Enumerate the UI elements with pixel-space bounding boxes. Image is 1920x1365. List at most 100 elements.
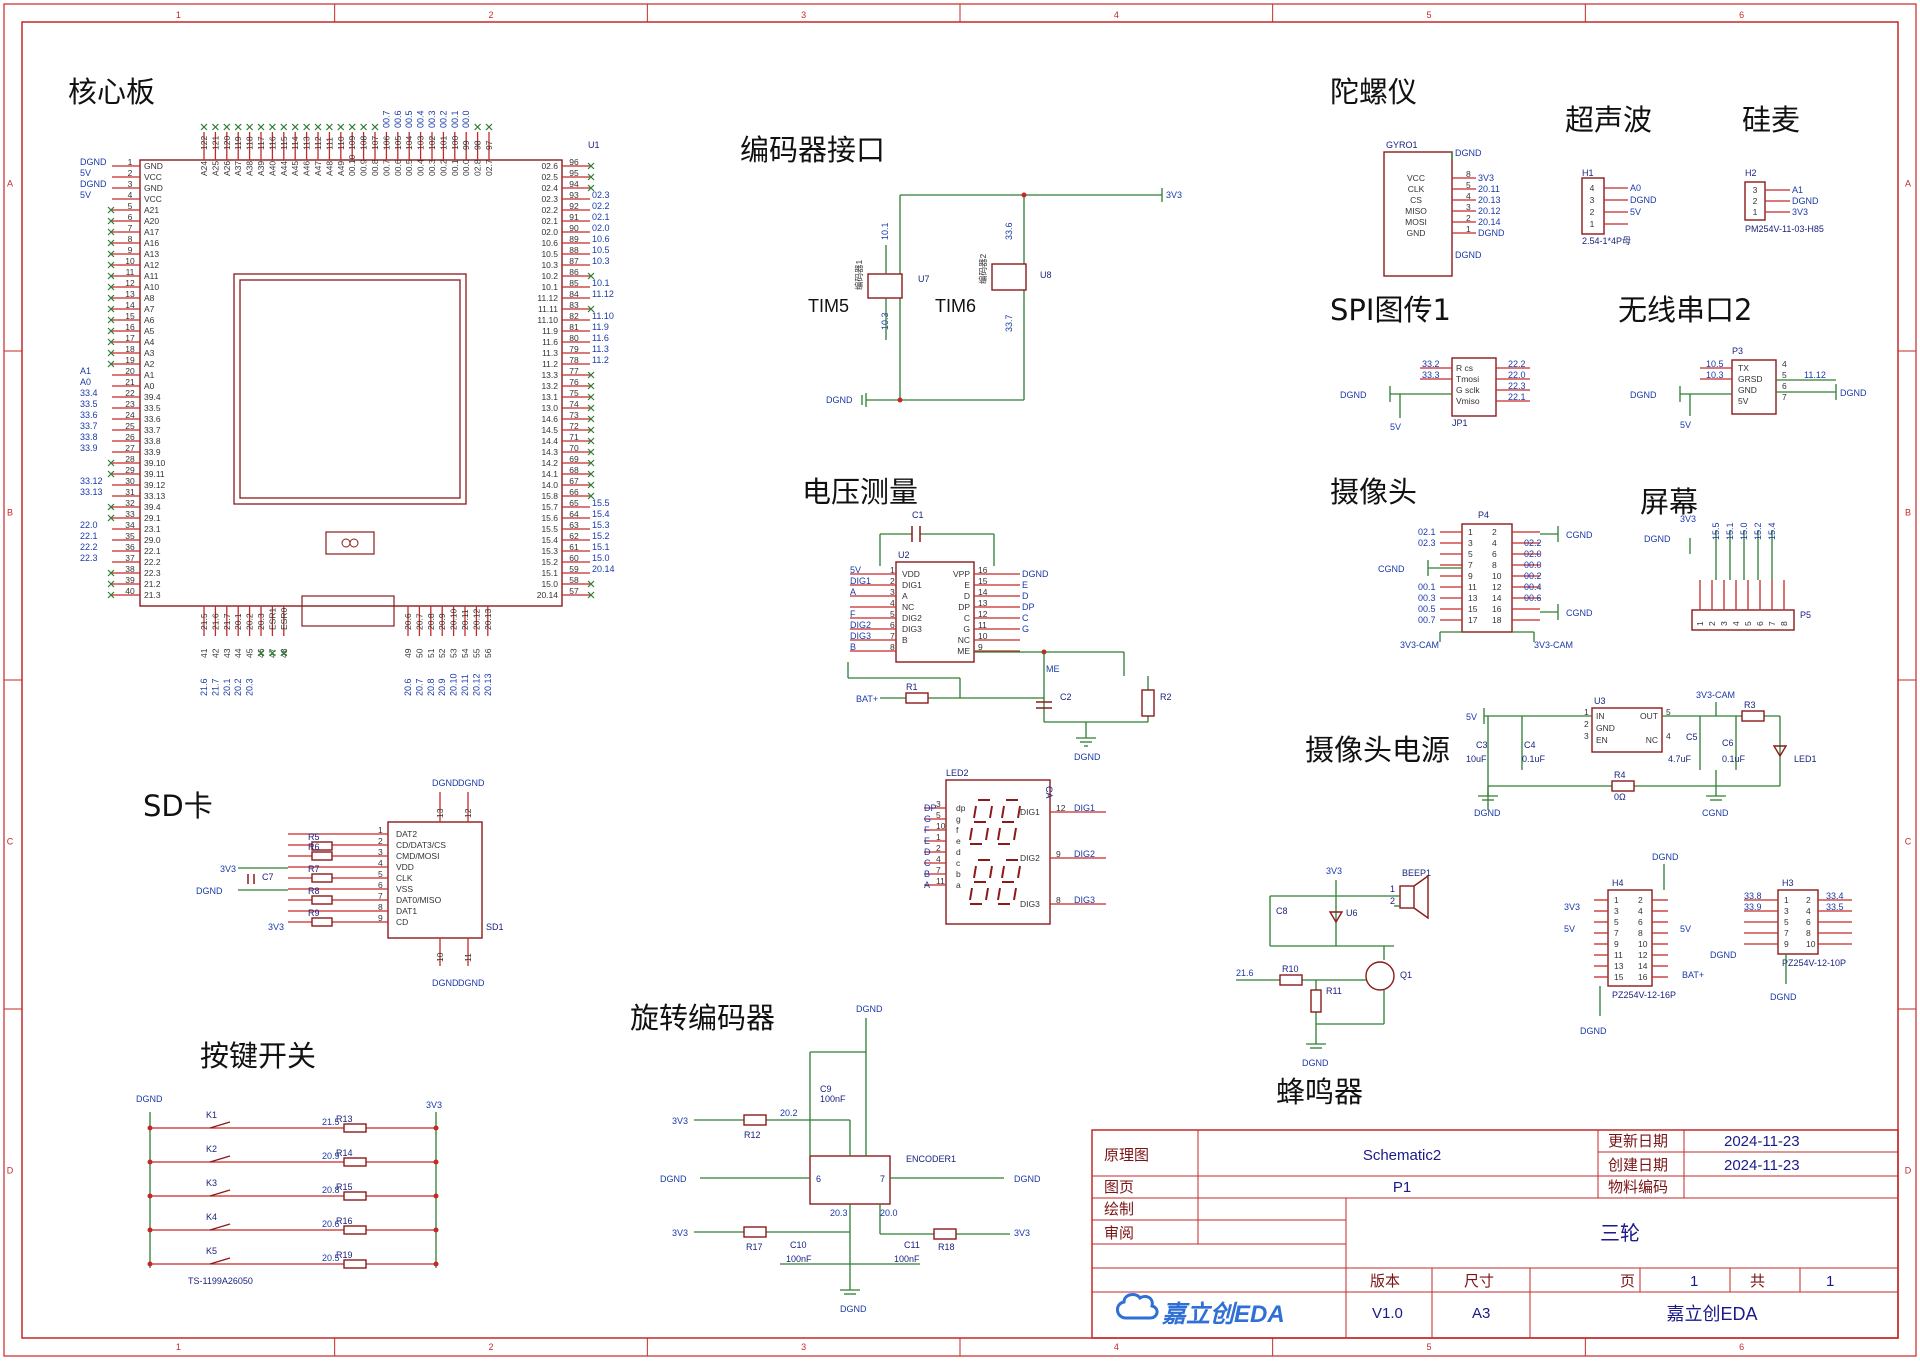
u1-left-name: 33.13 — [144, 491, 166, 501]
u1-left-net: 22.3 — [80, 553, 98, 563]
u2-left-name: DIG2 — [902, 613, 922, 623]
u1-left-name: 21.3 — [144, 590, 161, 600]
u1-bottom-name: 20.1 — [233, 613, 243, 630]
section-gyro: 陀螺仪 — [1330, 75, 1417, 109]
enc-conn2-label: 编码器2 — [978, 253, 988, 284]
btn-key-ref: K1 — [206, 1110, 217, 1120]
u1-bottom-net: 20.3 — [245, 678, 255, 696]
r3-ref: R3 — [1744, 700, 1756, 710]
cam-cgnd-left: CGND — [1378, 564, 1405, 574]
buttons[interactable]: DGND 3V3 K121.5R13K220.9R14K320.8R15K420… — [136, 1094, 442, 1286]
led-left-pin: 4 — [936, 854, 941, 864]
u1-left-net: 33.8 — [80, 432, 98, 442]
u1-bottom-pin: 52 — [437, 648, 447, 658]
u2-left-num: 6 — [890, 620, 895, 630]
tb-page-num: 1 — [1690, 1273, 1698, 1290]
u1-top-name: A46 — [302, 161, 312, 176]
u1-right-net: 20.14 — [592, 564, 615, 574]
sd-top-net-a: DGND — [432, 778, 459, 788]
u1-right-name: 11.9 — [542, 326, 558, 336]
title-block: 原理图 Schematic2 更新日期 2024-11-23 创建日期 2024… — [1091, 1129, 1899, 1339]
u1-bottom-name: 20.6 — [403, 613, 413, 630]
u1-bottom-pin: 41 — [199, 648, 209, 658]
led2-body — [945, 779, 1051, 925]
u2-right-name: D — [964, 591, 970, 601]
u1-left-pin: 27 — [125, 443, 135, 453]
gyro-pin-name: MISO — [1405, 206, 1427, 216]
u2-right-net: C — [1022, 613, 1029, 623]
u1-ref: U1 — [588, 140, 600, 150]
rotary-encoder[interactable]: ENCODER1 DGND C9 100nF 3V3 R12 20.2 DGND… — [660, 1004, 1041, 1314]
led-left-pin: 11 — [936, 876, 945, 886]
u1-left-name: 39.4 — [144, 392, 161, 402]
u1-top-name: A48 — [324, 161, 334, 176]
rot-pin6: 6 — [816, 1174, 821, 1184]
led-right-pin: 9 — [1056, 849, 1061, 859]
u1-left-pin: 35 — [125, 531, 135, 541]
u1-top-pin: 107 — [370, 136, 380, 150]
u1-left-pin: 16 — [125, 322, 135, 332]
h1-body — [1581, 177, 1605, 235]
btn-net: 20.5 — [322, 1253, 340, 1263]
cam-right-pin: 4 — [1492, 538, 1497, 548]
u1-top-name: A26 — [222, 161, 232, 176]
rot-gnd-left: DGND — [660, 1174, 687, 1184]
h1-ref: H1 — [1582, 168, 1594, 178]
u7-net-b: 10.3 — [880, 312, 890, 330]
cam-right-pin: 8 — [1492, 560, 1497, 570]
u1-top-name: 00.9 — [359, 159, 369, 176]
u1-top-pin: 120 — [222, 136, 232, 150]
cam-left-pin: 9 — [1468, 571, 1473, 581]
u3-right-num: 4 — [1666, 731, 1671, 741]
u2-right-net: E — [1022, 580, 1028, 590]
u1-right-name: 15.1 — [541, 568, 558, 578]
r17-ref: R17 — [746, 1242, 763, 1252]
u1-top-name: A39 — [256, 161, 266, 176]
u1-top-name: 00.0 — [461, 159, 471, 176]
tb-project: 三轮 — [1600, 1222, 1640, 1245]
u1-top-pin: 99 — [461, 140, 471, 150]
u2-left-num: 4 — [890, 598, 895, 608]
u1-top-name: 00.6 — [393, 159, 403, 176]
sd-top-pin: 13 — [435, 808, 445, 818]
u3-left-name: IN — [1596, 711, 1605, 721]
btn-resistor: R16 — [336, 1216, 353, 1226]
u3-right-num: 5 — [1666, 707, 1671, 717]
u1-left-name: A6 — [144, 315, 155, 325]
tb-schematic-label: 原理图 — [1104, 1146, 1149, 1164]
h2-part: PM254V-11-03-H85 — [1745, 224, 1824, 234]
h2-pin-net: DGND — [1792, 196, 1819, 206]
buzzer[interactable]: 3V3 C8 U6 BEEP1 1 2 Q1 21.6 R10 R11 DGND — [1236, 866, 1431, 1068]
u1-bottom-net: 20.9 — [437, 678, 447, 696]
gyro-pin-name: CS — [1410, 195, 1422, 205]
u1-bottom-name: 20.7 — [414, 613, 424, 630]
u1-right-name: 15.3 — [541, 546, 558, 556]
rot-3v3-a: 3V3 — [672, 1116, 688, 1126]
u1-right-net: 15.5 — [592, 498, 610, 508]
u1-body — [139, 159, 563, 607]
u1-right-pin: 87 — [569, 256, 579, 266]
p5-body — [1691, 609, 1795, 631]
u1-left-pin: 13 — [125, 289, 135, 299]
uart-pin-name: 5V — [1738, 396, 1749, 406]
sd-card[interactable]: SD1 DAT21CD/DAT3/CS2CMD/MOSI3VDD4CLK5VSS… — [196, 778, 504, 988]
encoder-interface[interactable]: 3V3 DGND U7 TIM5 10.1 10.3 U8 TIM6 33.6 … — [808, 188, 1182, 407]
u1-top-net: 00.3 — [427, 110, 437, 128]
u1-right-net: 10.6 — [592, 234, 610, 244]
spi-5v: 5V — [1390, 422, 1401, 432]
u1-bottom-name: ESR0 — [279, 608, 289, 630]
